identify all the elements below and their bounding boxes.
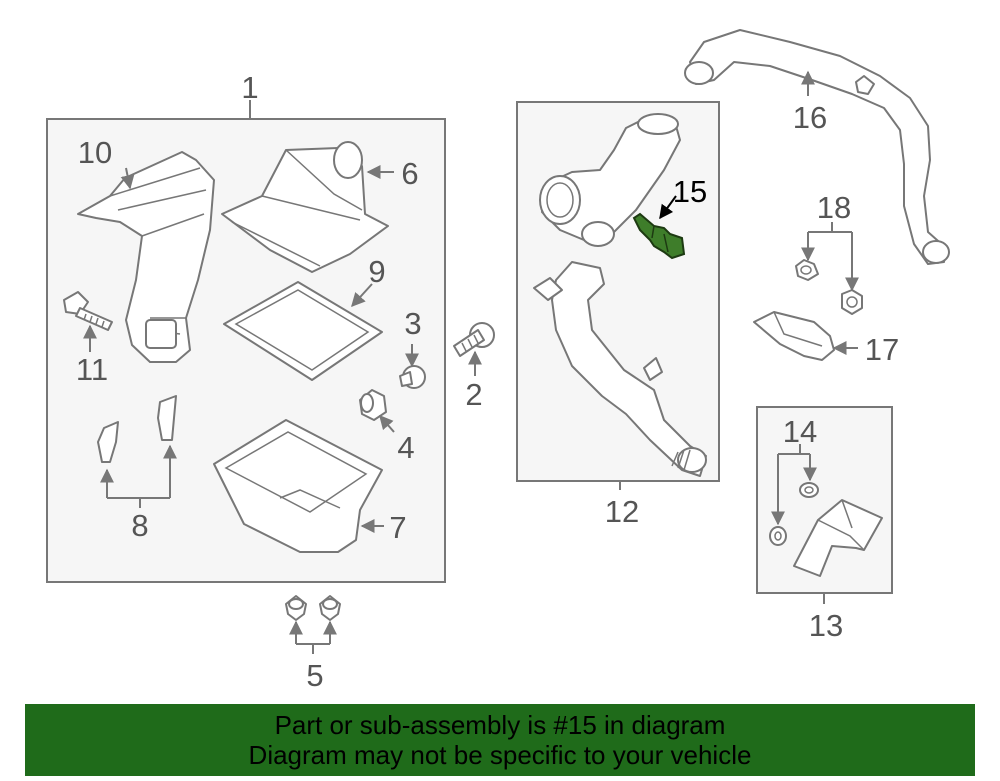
callout-17: 17 — [865, 332, 899, 367]
callout-7: 7 — [389, 510, 406, 545]
callout-5: 5 — [306, 658, 323, 693]
callout-3: 3 — [404, 306, 421, 341]
part-9-filter[interactable] — [223, 281, 383, 381]
group-box-13 — [756, 406, 893, 594]
part-6-cleaner-cover[interactable] — [221, 141, 389, 273]
part-17-bracket[interactable] — [753, 311, 835, 361]
callout-16: 16 — [793, 100, 827, 135]
callout-15: 15 — [673, 174, 707, 209]
part-16-hose[interactable] — [684, 29, 950, 265]
part-11-bolt[interactable] — [63, 291, 113, 331]
callout-4: 4 — [397, 430, 414, 465]
part-14-grommets[interactable] — [769, 482, 819, 546]
part-5-push-pins[interactable] — [285, 595, 341, 621]
part-10-intake-duct[interactable] — [77, 151, 215, 363]
banner-line-2: Diagram may not be specific to your vehi… — [248, 740, 752, 770]
part-2-bolt[interactable] — [453, 322, 495, 357]
part-12-lower-duct[interactable] — [533, 261, 707, 477]
part-4-grommet[interactable] — [359, 389, 387, 421]
callout-9: 9 — [368, 254, 385, 289]
callout-1: 1 — [241, 70, 258, 105]
callout-18: 18 — [817, 190, 851, 225]
part-7-lower-body[interactable] — [213, 419, 383, 553]
banner-line-1: Part or sub-assembly is #15 in diagram — [274, 710, 726, 740]
callout-8: 8 — [131, 508, 148, 543]
callout-11: 11 — [76, 352, 108, 387]
part-13-shield[interactable] — [793, 499, 883, 577]
callout-13: 13 — [809, 608, 843, 643]
callout-10: 10 — [78, 135, 112, 170]
callout-14: 14 — [783, 414, 817, 449]
part-8-clips[interactable] — [97, 395, 177, 463]
part-info-banner: Part or sub-assembly is #15 in diagram D… — [25, 704, 975, 776]
part-15-sensor[interactable] — [632, 212, 686, 260]
callout-6: 6 — [401, 156, 418, 191]
callout-2: 2 — [465, 377, 482, 412]
callout-12: 12 — [605, 494, 639, 529]
part-12-upper-tube[interactable] — [539, 113, 681, 247]
